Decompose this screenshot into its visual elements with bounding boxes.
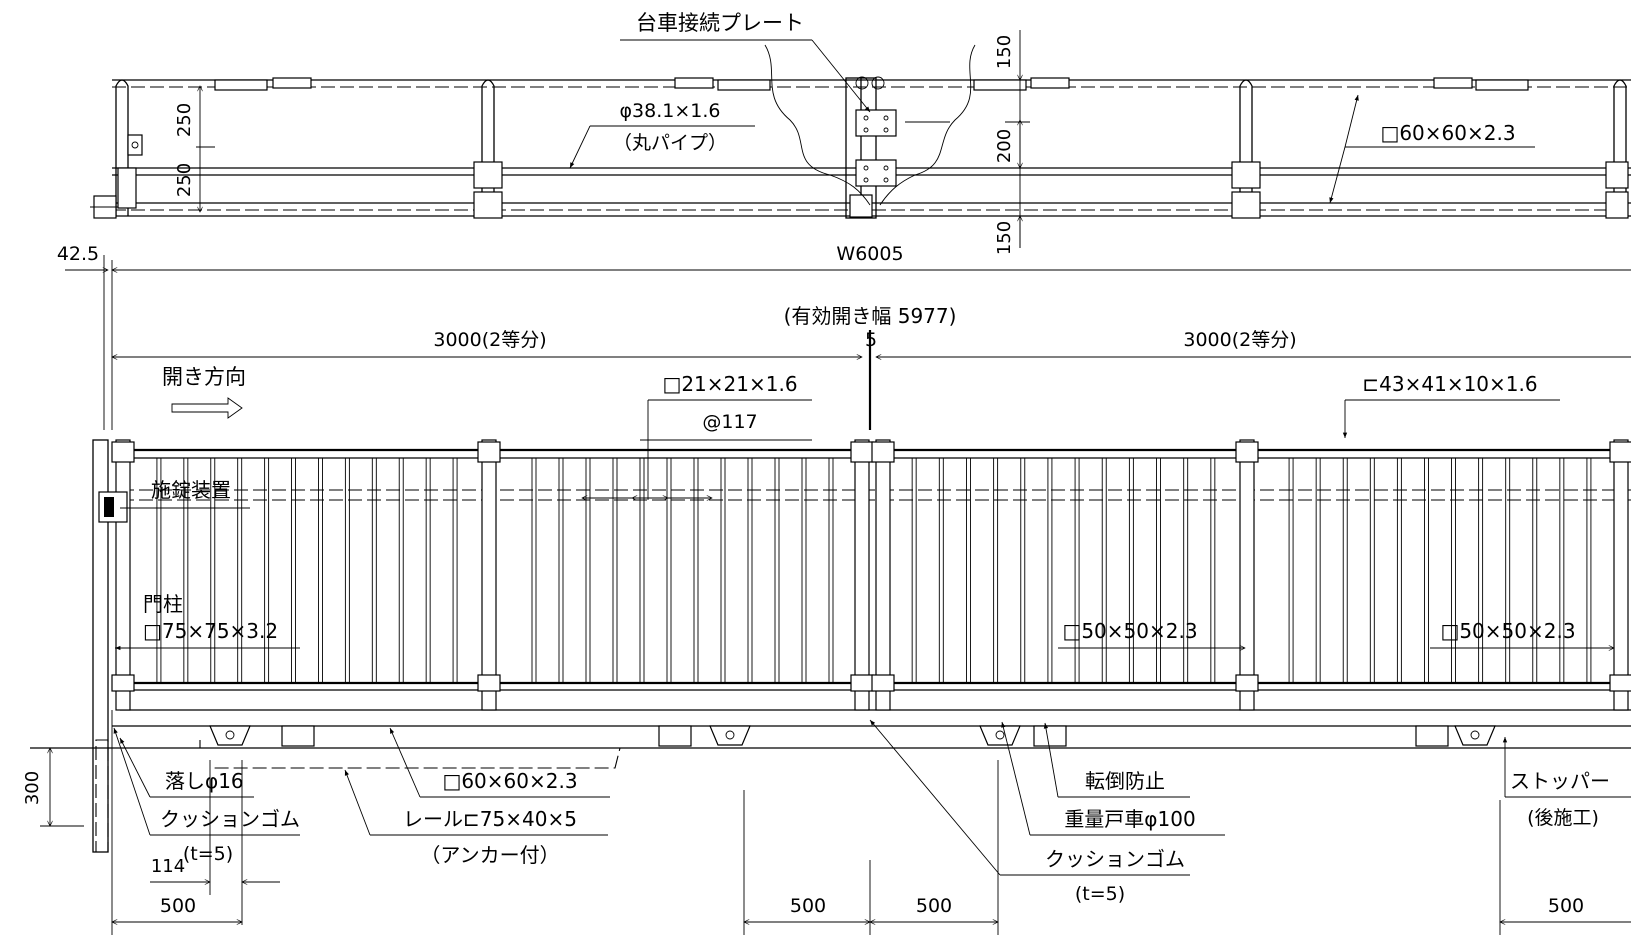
roller-wheel [995,730,1005,740]
dim-500-a: 500 [160,895,196,917]
overall-width: W6005 [836,243,903,265]
half-left-dim: 3000(2等分) [433,329,546,351]
post [875,439,891,711]
post [481,439,497,711]
dim-500-c: 500 [916,895,952,917]
open-direction-label: 開き方向 [162,365,246,389]
rail-anchor-label: （アンカー付） [420,843,559,867]
pipe-spec-label: φ38.1×1.6 [620,100,721,122]
carriage-plate-label: 台車接続プレート [636,11,804,35]
roller-bracket [1454,725,1496,746]
roller-group [209,725,1496,747]
cushion-rubber-center-label: クッションゴム [1045,847,1185,871]
cushion-thickness-center-label: (t=5) [1075,883,1125,905]
infill-pitch-label: @117 [702,411,757,433]
top-rail-spec-label: ⊏43×41×10×1.6 [1362,372,1537,396]
post [115,439,131,711]
drop-rod-label: 落しφ16 [165,769,244,793]
dim-150-top: 150 [994,35,1015,69]
roller-bracket [979,725,1021,746]
dim-500-b: 500 [790,895,826,917]
dim-250-a: 250 [174,103,195,137]
roller-bracket [209,725,251,746]
effective-opening: (有効開き幅 5977) [784,304,957,328]
gate-leaves [30,439,1631,749]
bottom-frame-spec-label: □60×60×2.3 [442,769,577,793]
post [854,439,870,711]
dim-500-d: 500 [1548,895,1584,917]
anti-topple-block [1033,725,1067,747]
gate-post [92,439,109,853]
post-cap [871,441,895,463]
post-cap [1235,441,1259,463]
post-cap [1609,441,1631,463]
elevation-view: 42.5 W6005 (有効開き幅 5977) 3000(2等分) 5 3000… [22,243,1631,935]
heavy-roller-label: 重量戸車φ100 [1064,807,1195,831]
infill-spec-label: □21×21×1.6 [662,372,797,396]
stopper-label: ストッパー [1510,769,1610,793]
post [1613,439,1629,711]
plan-view: 250 250 φ38.1×1.6 （丸パイプ） 台車接続プレート 150 20… [90,11,1631,255]
infill-pickets [156,458,1592,683]
anti-topple-block [1415,725,1449,747]
cushion-thickness-left-label: (t=5) [183,843,233,865]
post-spec-right-label: □50×50×2.3 [1440,619,1575,643]
post-spec-mid-label: □50×50×2.3 [1062,619,1197,643]
rail-spec-label: レール⊏75×40×5 [403,807,577,831]
post [1239,439,1255,711]
half-right-dim: 3000(2等分) [1183,329,1296,351]
anti-topple-block [658,725,692,747]
post-foot [1235,674,1259,692]
lock-device-label: 施錠装置 [151,478,231,502]
roller-wheel [725,730,735,740]
post-cap [111,441,135,463]
pipe-name-label: （丸パイプ） [613,132,727,154]
dim-250-b: 250 [174,163,195,197]
post-cap [477,441,501,463]
stopper-note-label: (後施工) [1527,807,1599,829]
cushion-rubber-left-label: クッションゴム [160,807,300,831]
roller-bracket [709,725,751,746]
post-foot [871,674,895,692]
post-foot [111,674,135,692]
roller-wheel [225,730,235,740]
post-cap [850,441,874,463]
offset-left-dim: 42.5 [57,243,99,265]
gate-post-label: 門柱 [143,592,183,616]
post-foot [477,674,501,692]
post-foot [1609,674,1631,692]
anti-topple-label: 転倒防止 [1085,769,1165,793]
dim-150-bottom: 150 [994,221,1015,255]
dim-300: 300 [22,771,43,805]
roller-wheel [1470,730,1480,740]
posts-group [111,439,1631,711]
dim-114: 114 [151,856,185,877]
post-foot [850,674,874,692]
dim-200: 200 [994,129,1015,163]
gate-post-spec-label: □75×75×3.2 [143,619,278,643]
frame-spec-label: □60×60×2.3 [1380,121,1515,145]
anti-topple-block [281,725,315,747]
